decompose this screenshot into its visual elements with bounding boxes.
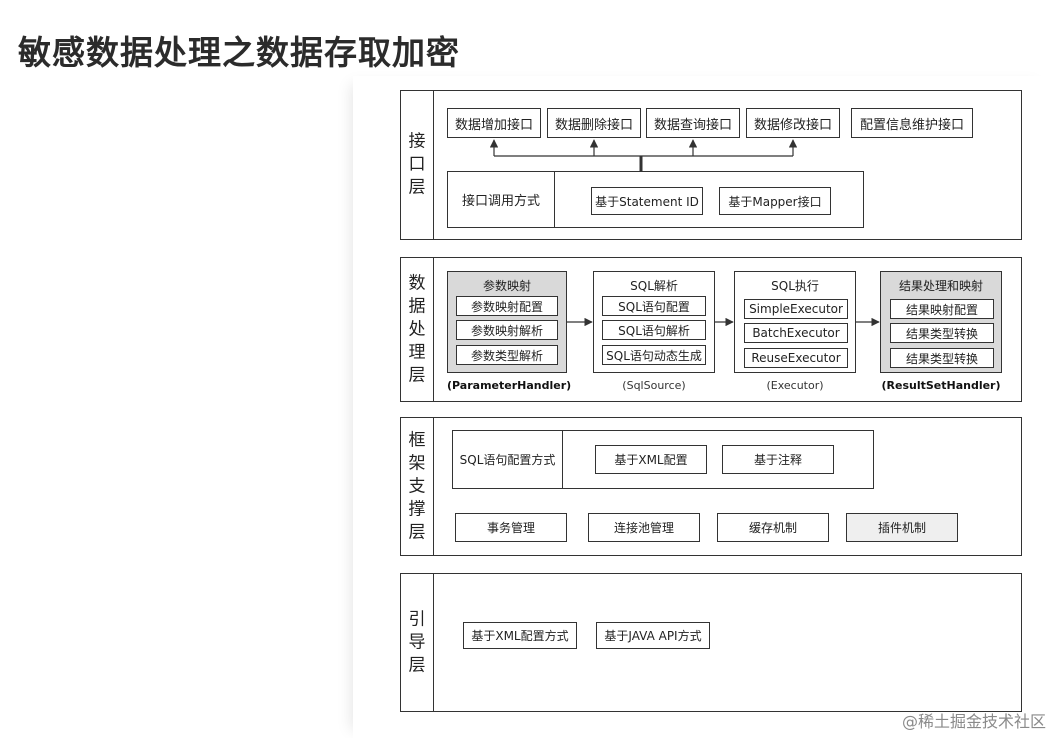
group-title: 参数映射 xyxy=(482,279,531,293)
sql-config-label: SQL语句配置方式 xyxy=(452,430,563,489)
parameter-mapping-group: 参数映射 参数映射配置 参数映射解析 参数类型解析 xyxy=(447,271,567,373)
group-caption: (SqlSource) xyxy=(622,379,686,392)
framework-layer-label: 框架支撑层 xyxy=(408,430,426,542)
group-item: SQL语句配置 xyxy=(602,296,706,316)
group-caption: (Executor) xyxy=(766,379,824,392)
page-title: 敏感数据处理之数据存取加密 xyxy=(18,33,460,72)
bootstrap-layer-label-cell: 引导层 xyxy=(401,574,434,711)
plugin-mechanism-box: 插件机制 xyxy=(846,513,958,542)
data-processing-layer-label: 数据处理层 xyxy=(408,273,426,385)
sql-config-xml: 基于XML配置 xyxy=(595,445,707,474)
cache-mechanism-box: 缓存机制 xyxy=(717,513,829,542)
group-item: SQL语句动态生成 xyxy=(602,345,706,365)
call-option-mapper: 基于Mapper接口 xyxy=(719,187,831,215)
bootstrap-xml-box: 基于XML配置方式 xyxy=(463,622,577,649)
interface-layer: 接口层 数据增加接口 数据删除接口 数据查询接口 数据修改接口 配置信息维护接口… xyxy=(400,90,1022,240)
interface-layer-label-cell: 接口层 xyxy=(401,91,434,239)
architecture-diagram-panel: 接口层 数据增加接口 数据删除接口 数据查询接口 数据修改接口 配置信息维护接口… xyxy=(353,76,1054,738)
group-item: 结果类型转换 xyxy=(890,348,994,368)
group-caption: (ParameterHandler) xyxy=(447,379,572,392)
group-item: 参数映射配置 xyxy=(456,296,558,316)
group-item: SQL语句解析 xyxy=(602,320,706,340)
api-add-box: 数据增加接口 xyxy=(447,108,541,138)
group-item: SimpleExecutor xyxy=(744,299,848,319)
framework-layer-label-cell: 框架支撑层 xyxy=(401,418,434,555)
framework-support-layer: 框架支撑层 SQL语句配置方式 基于XML配置 基于注释 事务管理 连接池管理 … xyxy=(400,417,1022,556)
bootstrap-java-api-box: 基于JAVA API方式 xyxy=(596,622,710,649)
call-option-statement-id: 基于Statement ID xyxy=(591,187,703,215)
sql-parsing-group: SQL解析 SQL语句配置 SQL语句解析 SQL语句动态生成 xyxy=(593,271,715,373)
group-title: 结果处理和映射 xyxy=(898,279,983,293)
group-title: SQL执行 xyxy=(771,279,819,293)
call-method-label: 接口调用方式 xyxy=(447,171,555,228)
group-item: 结果类型转换 xyxy=(890,323,994,343)
sql-execution-group: SQL执行 SimpleExecutor BatchExecutor Reuse… xyxy=(734,271,856,373)
bootstrap-layer: 引导层 基于XML配置方式 基于JAVA API方式 xyxy=(400,573,1022,712)
api-update-box: 数据修改接口 xyxy=(746,108,840,138)
result-handling-group: 结果处理和映射 结果映射配置 结果类型转换 结果类型转换 xyxy=(880,271,1002,373)
transaction-management-box: 事务管理 xyxy=(455,513,567,542)
bootstrap-layer-label: 引导层 xyxy=(408,609,426,675)
group-item: 参数映射解析 xyxy=(456,320,558,340)
interface-layer-label: 接口层 xyxy=(408,131,426,198)
connection-pool-box: 连接池管理 xyxy=(588,513,700,542)
group-item: 参数类型解析 xyxy=(456,345,558,365)
watermark: @稀土掘金技术社区 xyxy=(901,712,1046,731)
api-query-box: 数据查询接口 xyxy=(646,108,740,138)
group-caption: (ResultSetHandler) xyxy=(881,379,1001,392)
api-delete-box: 数据删除接口 xyxy=(547,108,641,138)
api-config-box: 配置信息维护接口 xyxy=(851,108,973,138)
group-item: BatchExecutor xyxy=(744,323,848,343)
data-processing-layer: 数据处理层 参数映射 参数映射配置 参数映射解析 参数类型解析 SQL解析 SQ… xyxy=(400,257,1022,402)
group-title: SQL解析 xyxy=(630,279,678,293)
data-processing-layer-label-cell: 数据处理层 xyxy=(401,258,434,401)
sql-config-annotation: 基于注释 xyxy=(722,445,834,474)
group-item: 结果映射配置 xyxy=(890,299,994,319)
group-item: ReuseExecutor xyxy=(744,348,848,368)
